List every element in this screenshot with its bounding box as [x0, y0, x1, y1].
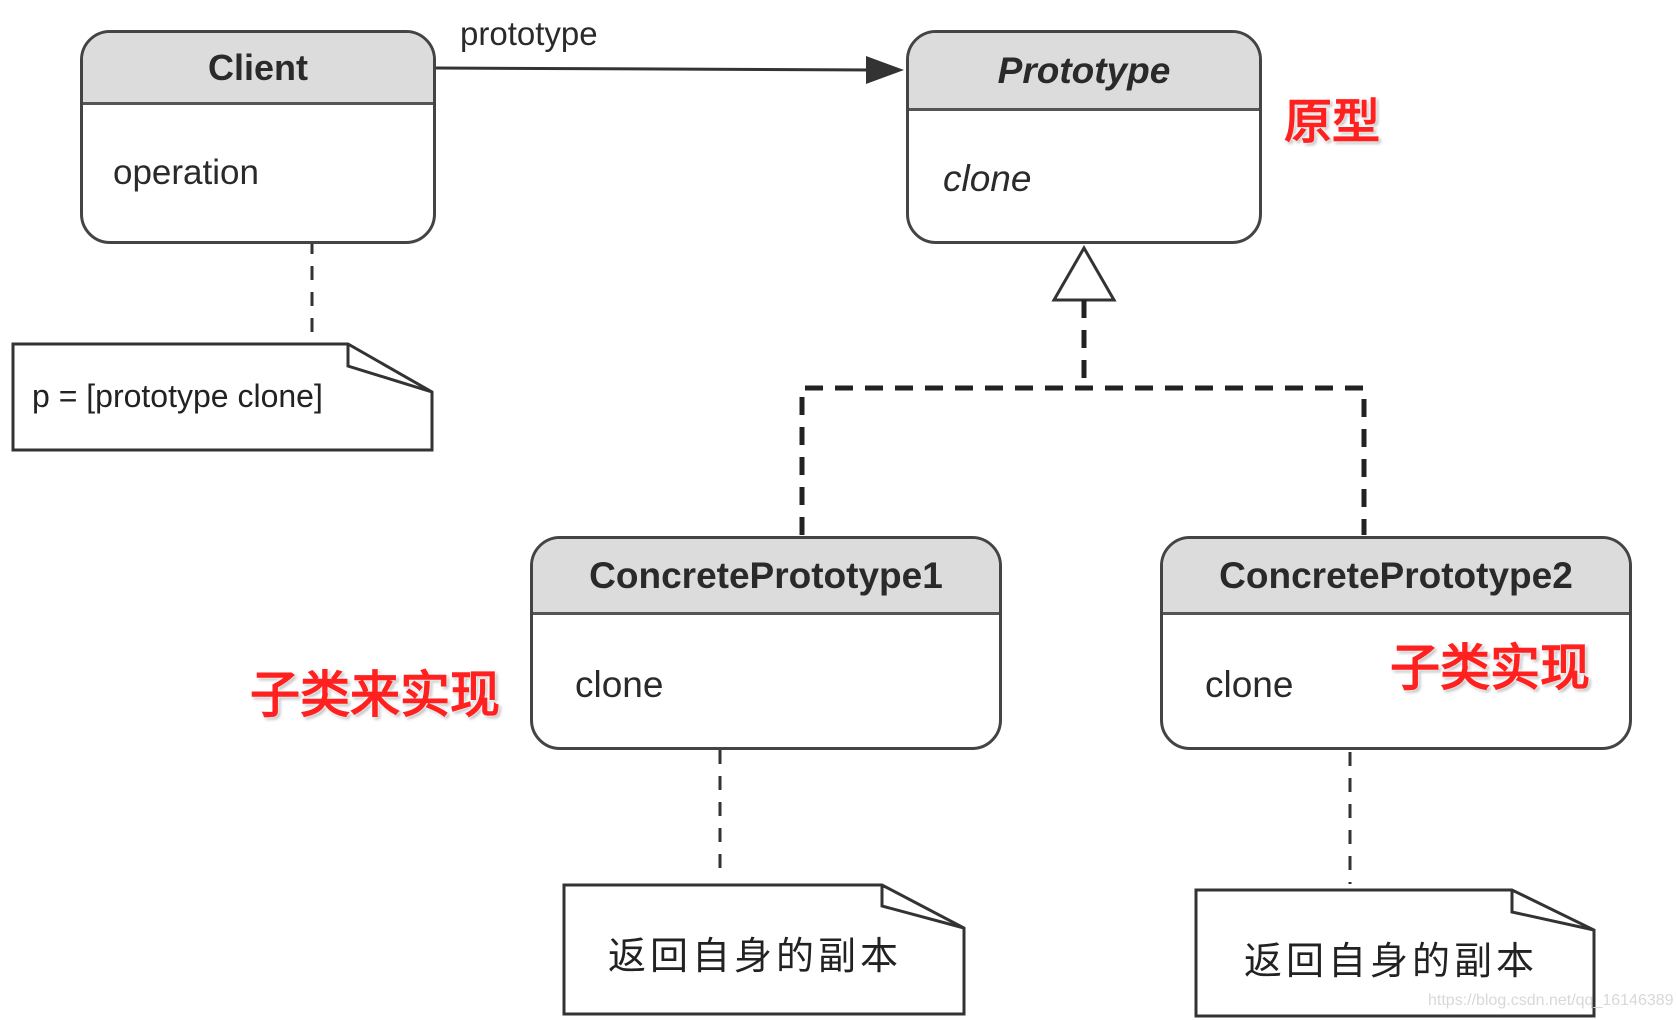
note-cp2-text: 返回自身的副本 — [1244, 939, 1539, 983]
class-operation: clone — [943, 158, 1032, 199]
association-line — [435, 66, 877, 72]
annotation-concrete2: 子类实现 — [1390, 639, 1590, 697]
class-name: ConcretePrototype2 — [1163, 539, 1629, 615]
class-name: Client — [83, 33, 433, 105]
class-name: Prototype — [909, 33, 1259, 111]
annotation-concrete1: 子类来实现 — [250, 666, 500, 724]
inheritance-dashed-lines — [799, 300, 1367, 535]
class-concrete-prototype-2: ConcretePrototype2 clone — [1160, 536, 1632, 750]
watermark: https://blog.csdn.net/qq_16146389 — [1428, 992, 1674, 1009]
note-shape-cp2 — [1194, 888, 1596, 1018]
class-operation: clone — [575, 664, 664, 705]
class-name: ConcretePrototype1 — [533, 539, 999, 615]
note-shape-cp1 — [562, 883, 966, 1016]
class-client: Client operation — [80, 30, 436, 244]
class-operation: operation — [113, 153, 259, 192]
class-prototype: Prototype clone — [906, 30, 1262, 244]
association-arrowhead — [866, 56, 904, 84]
annotation-prototype: 原型 — [1284, 94, 1381, 150]
inheritance-triangle — [1051, 244, 1117, 302]
class-operation: clone — [1205, 664, 1294, 705]
note-client-text: p = [prototype clone] — [32, 378, 323, 414]
association-label: prototype — [460, 15, 598, 52]
note-cp1-text: 返回自身的副本 — [608, 934, 903, 978]
note-shape-client — [11, 342, 434, 452]
class-concrete-prototype-1: ConcretePrototype1 clone — [530, 536, 1002, 750]
